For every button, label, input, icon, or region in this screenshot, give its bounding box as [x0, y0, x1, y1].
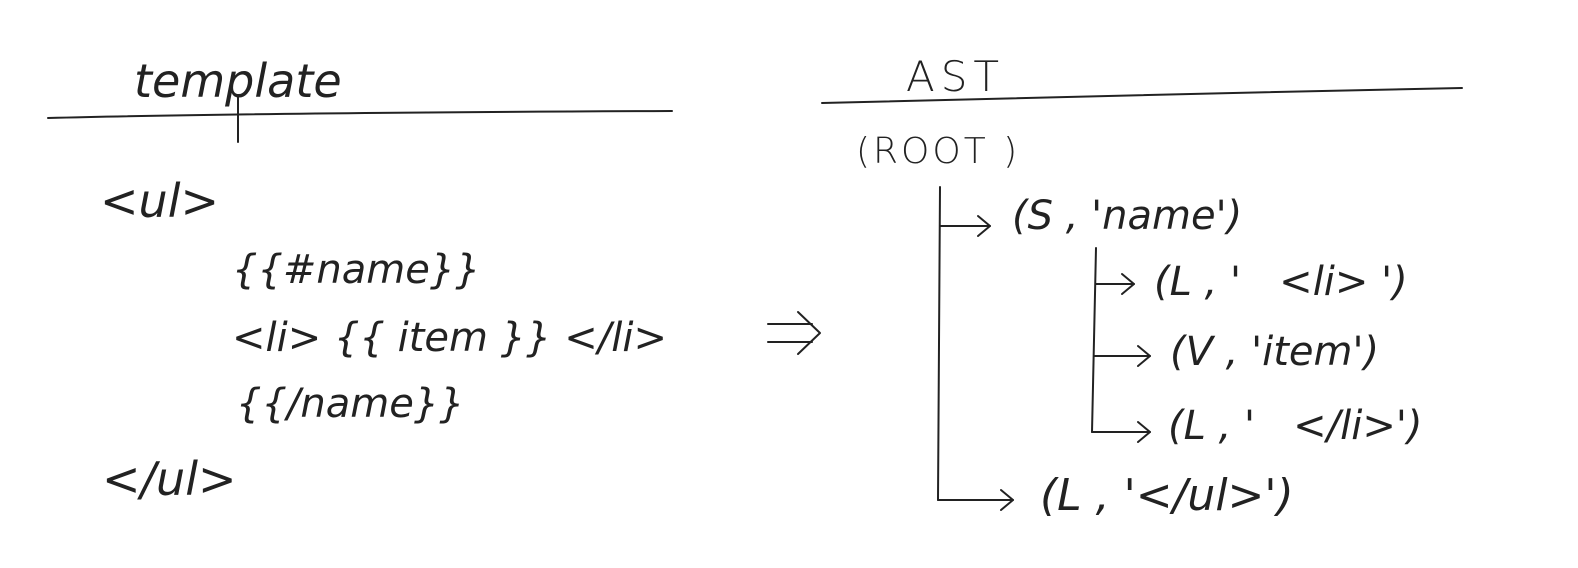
s-trunk: [1091, 247, 1097, 433]
ast-node-l-li-open: (L , ' <li> '): [1154, 259, 1408, 305]
template-line-li: <li> {{ item }} </li>: [232, 315, 668, 361]
template-heading: template: [134, 54, 342, 108]
root-trunk: [937, 186, 941, 501]
ast-node-l-li-close: (L , ' </li>'): [1168, 403, 1423, 449]
ast-node-v-item: (V , 'item'): [1170, 329, 1380, 375]
arrowhead-l-ul: [1000, 489, 1014, 511]
template-line-ul-close: </ul>: [102, 452, 237, 506]
ast-root-node: (ROOT ): [856, 131, 1021, 172]
template-line-ul-open: <ul>: [100, 174, 220, 228]
template-underline: [47, 110, 673, 119]
template-line-section-close: {{/name}}: [236, 381, 465, 427]
ast-underline: [821, 87, 1463, 104]
arrowhead-s: [977, 215, 991, 237]
arrowhead-l-close-li: [1137, 421, 1151, 443]
ast-node-l-ul-close: (L , '</ul>'): [1040, 470, 1294, 521]
implies-arrow-text: =>: [760, 304, 762, 305]
arrowhead-v: [1137, 345, 1151, 367]
template-line-section-open: {{#name}}: [232, 247, 481, 293]
implies-head: [797, 311, 821, 355]
arrowhead-l-li: [1121, 273, 1135, 295]
ast-node-s-name: (S , 'name'): [1012, 193, 1243, 239]
ast-heading: AST: [906, 52, 1006, 101]
